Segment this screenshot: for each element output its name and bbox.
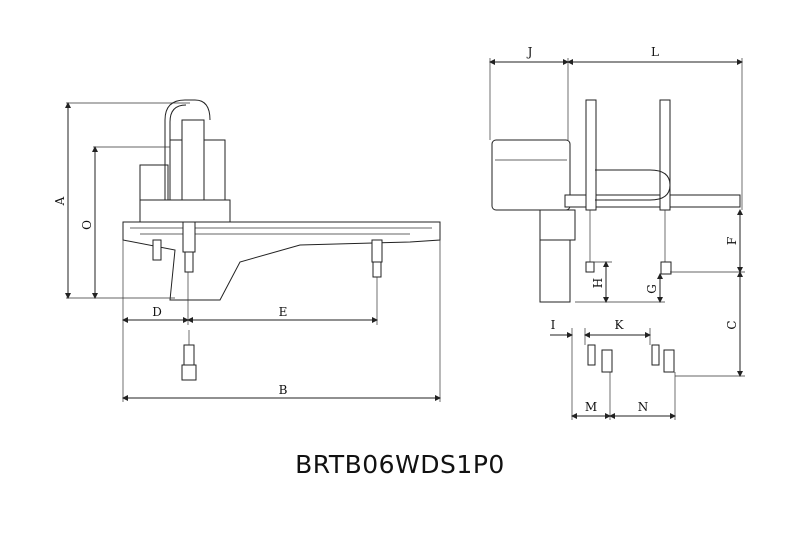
dim-label-b: B (279, 383, 288, 397)
dim-label-m: M (585, 400, 597, 414)
model-title: BRTB06WDS1P0 (295, 450, 505, 479)
front-view-dimensions: J L F C H G I K M N (489, 45, 745, 420)
front-view-robot (491, 99, 741, 373)
side-view-dimensions: A O D E B (53, 102, 441, 402)
dim-label-n: N (638, 400, 649, 414)
dim-label-g: G (645, 284, 659, 294)
dim-label-o: O (80, 220, 94, 230)
side-view-robot (122, 99, 441, 381)
dim-label-i: I (551, 318, 556, 332)
dim-label-k: K (615, 318, 625, 332)
dim-label-f: F (725, 237, 739, 245)
dim-label-c: C (725, 320, 739, 329)
dim-label-e: E (279, 305, 288, 319)
dim-label-d: D (152, 305, 162, 319)
dim-label-j: J (526, 45, 533, 59)
dim-label-l: L (651, 45, 659, 59)
dim-label-h: H (591, 278, 605, 288)
dim-label-a: A (53, 196, 67, 206)
